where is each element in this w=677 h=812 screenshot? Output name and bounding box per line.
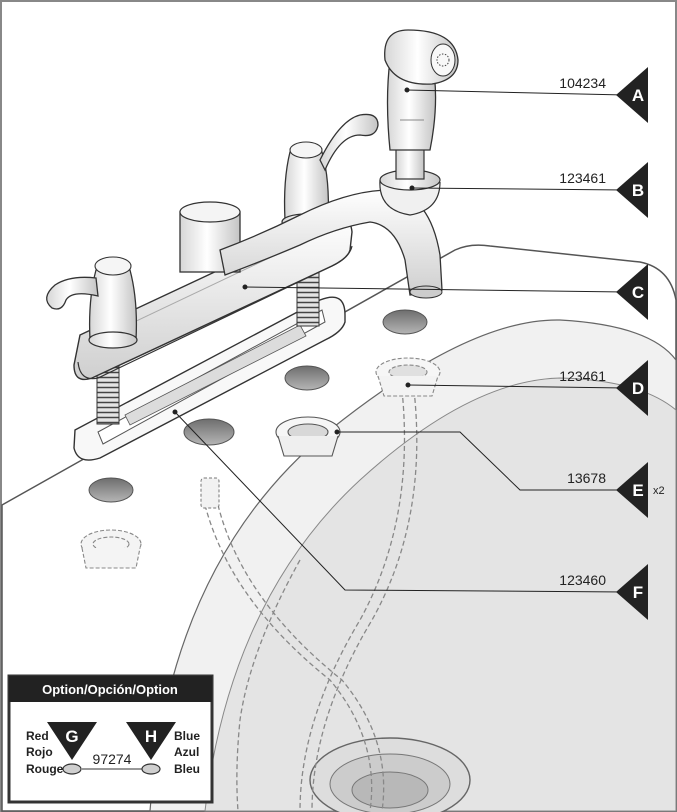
- sprayer-holder: [379, 169, 441, 216]
- side-sprayer: [384, 29, 459, 180]
- callout-d-part-number: 123461: [559, 368, 606, 384]
- deck-plate-gasket: [73, 296, 346, 461]
- option-h-letter: H: [145, 727, 157, 746]
- option-box-title: Option/Opción/Option: [42, 682, 178, 697]
- callout-a-marker: [616, 67, 648, 123]
- retaining-nut-e: [275, 416, 341, 457]
- callout-c-marker: [616, 264, 648, 320]
- sink-hole: [284, 365, 330, 391]
- callout-e: E 13678 x2: [567, 462, 665, 518]
- leader-line-b: [411, 187, 626, 191]
- callout-b-marker: [616, 162, 648, 218]
- callout-e-part-number: 13678: [567, 470, 606, 486]
- option-g-name-es: Rojo: [26, 745, 53, 759]
- callout-f-part-number: 123460: [559, 572, 606, 588]
- option-h-washer: [141, 763, 161, 775]
- callout-d-letter: D: [632, 379, 644, 398]
- callout-a-letter: A: [632, 86, 644, 105]
- sink-hole: [88, 477, 134, 503]
- callout-a: A 104234: [559, 67, 648, 123]
- option-h-triangle: [126, 722, 176, 760]
- callout-a-part-number: 104234: [559, 75, 606, 91]
- sink-drain: [309, 737, 471, 812]
- option-h-name-en: Blue: [174, 729, 200, 743]
- supply-hose: [204, 504, 373, 812]
- option-g-washer: [62, 763, 82, 775]
- sink-hole: [382, 309, 428, 335]
- callout-f: F 123460: [559, 564, 648, 620]
- leader-line-c: [244, 286, 626, 293]
- callout-b-letter: B: [632, 181, 644, 200]
- sprayer-hose: [311, 389, 418, 812]
- callout-e-quantity: x2: [653, 485, 665, 497]
- option-g-name-fr: Rouge: [26, 762, 64, 776]
- callout-d: D 123461: [559, 360, 648, 416]
- dashed-mounting-nut: [80, 529, 142, 569]
- option-box: Option/Opción/Option G Red Rojo Rouge H …: [7, 674, 214, 804]
- callout-f-marker: [616, 564, 648, 620]
- option-g-name-en: Red: [26, 729, 49, 743]
- leader-line-a: [406, 89, 626, 96]
- option-part-number: 97274: [93, 751, 132, 767]
- sprayer-hose: [299, 389, 406, 812]
- option-g-triangle: [47, 722, 97, 760]
- leader-line-e: [337, 431, 625, 491]
- lever-handle-left: [46, 256, 138, 349]
- option-h-name-es: Azul: [174, 745, 199, 759]
- leader-line-f: [174, 411, 626, 593]
- leader-line-d: [407, 384, 626, 389]
- callout-e-marker: [616, 462, 648, 518]
- sink-holes: [88, 309, 428, 503]
- callout-b: B 123461: [559, 162, 648, 218]
- supply-hose: [236, 559, 301, 812]
- callout-f-letter: F: [633, 583, 643, 602]
- option-g-letter: G: [65, 727, 78, 746]
- callout-c-letter: C: [632, 283, 644, 302]
- callout-d-marker: [616, 360, 648, 416]
- supply-hose: [217, 504, 385, 812]
- callout-b-part-number: 123461: [559, 170, 606, 186]
- option-h-name-fr: Bleu: [174, 762, 200, 776]
- option-box-header: [9, 676, 212, 702]
- sink-hole: [183, 418, 235, 446]
- callout-e-letter: E: [632, 481, 643, 500]
- hoses: [204, 389, 418, 812]
- callout-c: C: [616, 264, 648, 320]
- hose-connector: [200, 477, 220, 509]
- leader-lines: [172, 87, 626, 593]
- retaining-nut-d: [375, 357, 441, 397]
